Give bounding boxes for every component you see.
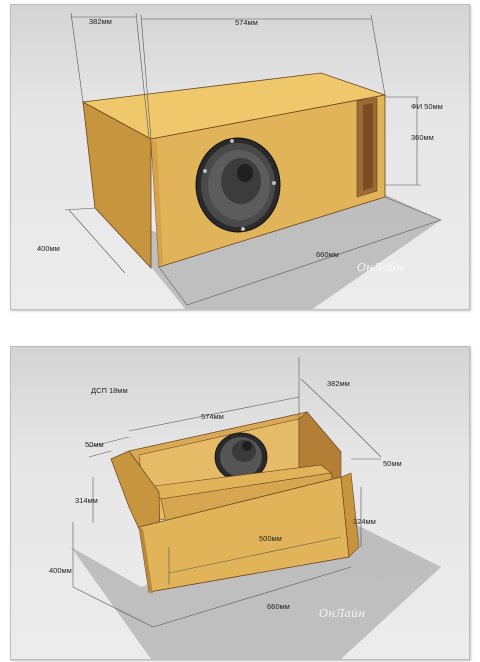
dim-depth: 382мм [327, 379, 350, 388]
open-box-drawing: ДСП 18мм 382мм 574мм 50мм 50мм 314мм 324… [49, 357, 441, 659]
dim-length: 660мм [267, 602, 290, 611]
closed-box-view: 382мм 574мм ФИ 50мм 360мм 400мм 660мм Он… [10, 4, 470, 310]
front-edge [139, 527, 153, 594]
open-box-view: ДСП 18мм 382мм 574мм 50мм 50мм 314мм 324… [10, 346, 470, 660]
material-label: ДСП 18мм [91, 386, 128, 395]
closed-box-drawing: 382мм 574мм ФИ 50мм 360мм 400мм 660мм Он… [37, 12, 443, 309]
dim-height: 400мм [37, 244, 60, 253]
dim-port-length: 500мм [259, 534, 282, 543]
dim-inner-length: 574мм [201, 412, 224, 421]
subwoofer-speaker [214, 432, 268, 482]
dim-depth: 382мм [89, 17, 112, 26]
dim-port-height: 314мм [75, 496, 98, 505]
watermark: ОнЛайн [319, 607, 365, 620]
dim-port-width-left: 50мм [85, 440, 104, 449]
watermark: ОнЛайн [357, 261, 403, 274]
ground-shadow [101, 195, 441, 309]
slot-port-inner [363, 103, 373, 191]
right-outer-side [340, 472, 360, 558]
dim-inner-height: 324мм [353, 517, 376, 526]
dim-height: 400мм [49, 566, 72, 575]
dim-port-height: 360мм [411, 133, 434, 142]
dimension-lines [72, 357, 382, 628]
front-edge [151, 139, 163, 267]
dim-inner-length: 574мм [235, 18, 258, 27]
dim-length: 660мм [316, 250, 339, 259]
dim-port-width-right: 50мм [383, 459, 402, 468]
dimension-lines [64, 12, 442, 306]
subwoofer-speaker [195, 137, 281, 233]
dim-port: ФИ 50мм [411, 102, 443, 111]
